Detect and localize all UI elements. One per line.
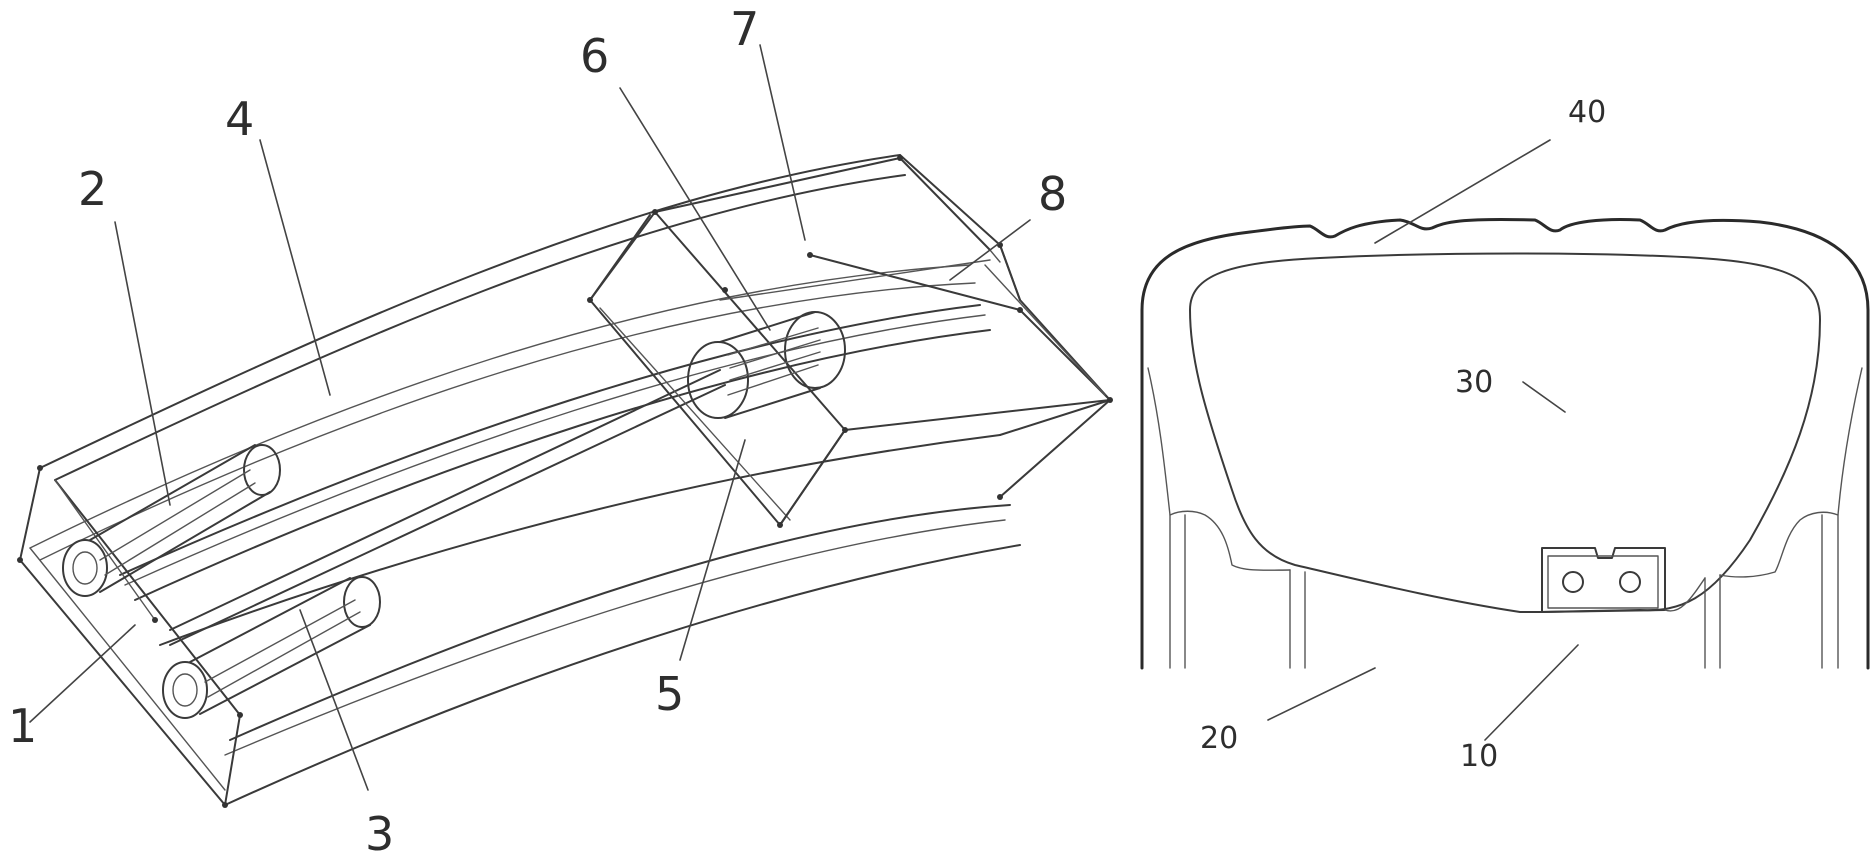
label-8: 8 [1038,167,1067,221]
right-end-box [899,154,1111,498]
body-lower-edge-1 [159,434,1001,646]
label-5: 5 [655,667,684,721]
label-20: 20 [1200,721,1238,756]
left-wall-line-1 [1147,367,1171,669]
vertex-dots [17,155,1113,808]
carriage-top-bar [654,157,901,213]
leader-8 [949,219,1031,281]
outer-profile [1140,217,1870,670]
leader-7 [759,44,806,241]
cylinder-upper [62,444,281,597]
body-top-line-3 [29,264,971,549]
body-top-edge [39,154,901,469]
right-wall-line-2 [1719,511,1839,578]
label-4: 4 [225,92,254,146]
leader-3 [299,609,369,791]
sensor-hole-left [1562,571,1584,593]
rod-upper [169,369,721,631]
left-end-cap [19,467,241,806]
left-wall-line-2 [1169,510,1291,571]
rail-groove-bottom [134,329,991,601]
leader-4 [259,139,331,396]
sensor-module [1541,547,1666,613]
label-3: 3 [365,807,394,861]
body-lower-edge-2 [229,504,1011,741]
label-6: 6 [580,29,609,83]
leader-5 [679,439,746,661]
label-1: 1 [8,699,37,753]
cylinder-lower-end [162,661,208,719]
rod-lower [169,384,726,646]
label-2: 2 [78,162,107,216]
rail-assembly-figure: 1 2 3 4 5 6 7 8 [8,2,1113,861]
label-7: 7 [730,2,759,56]
body-top-inner-edge [54,174,906,481]
sensor-hole-right [1619,571,1641,593]
leader-40 [1374,139,1551,244]
cylinder-lower [162,576,381,719]
label-30: 30 [1455,365,1493,400]
leader-20 [1267,667,1376,721]
inner-cavity [1189,252,1821,613]
leader-1 [29,624,136,723]
body-lower-edge-3 [224,519,1006,756]
body-top-line-4 [39,282,976,561]
rail-groove-top [119,304,981,576]
label-40: 40 [1568,95,1606,130]
leader-30 [1522,381,1566,413]
cylinder-upper-end [62,539,108,597]
right-wall-line-1 [1837,367,1863,669]
leader-2 [114,221,171,506]
label-10: 10 [1460,739,1498,774]
carriage-right-bar [844,399,1111,431]
cross-section-figure: 40 30 20 10 [1140,95,1870,774]
left-end-cap-inner [29,547,226,791]
leader-10 [1484,644,1579,741]
left-end-cap-diag [54,479,156,621]
body-bottom-edge [224,544,1021,806]
rail-groove-mid [124,314,986,586]
leader-6 [619,87,771,331]
sensor-housing [1541,547,1666,613]
